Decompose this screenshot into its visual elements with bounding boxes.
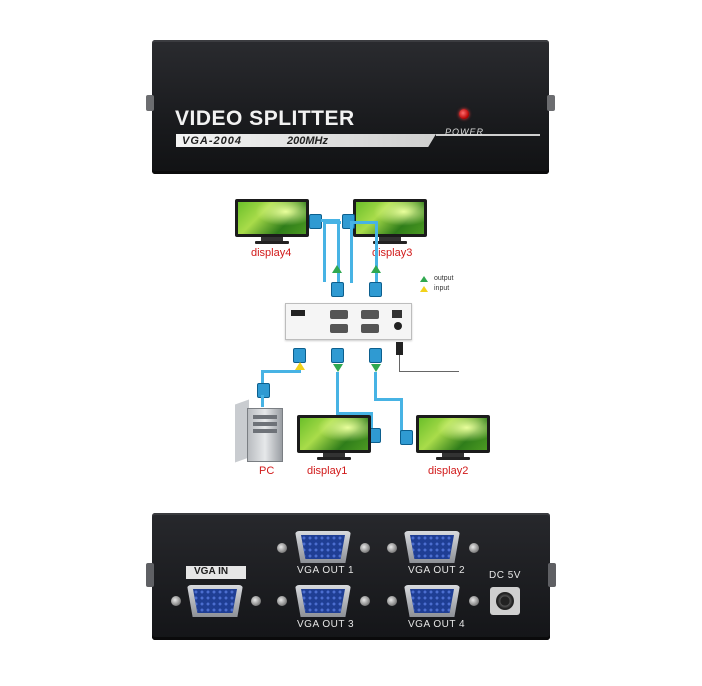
- vga-plug-icon: [331, 282, 344, 297]
- vga-plug-icon: [331, 348, 344, 363]
- output-legend-icon: [420, 276, 428, 282]
- monitor-display4-icon: [235, 199, 309, 247]
- dc-5v-label: DC 5V: [489, 570, 521, 581]
- vga-plug-icon: [400, 430, 413, 445]
- splitter-back-panel: VGA IN VGA OUT 1 VGA OUT 2 VGA OUT 3 VGA…: [146, 513, 556, 640]
- dc-power-jack: [490, 587, 520, 615]
- screw-icon: [360, 543, 370, 553]
- screw-icon: [277, 596, 287, 606]
- screw-icon: [251, 596, 261, 606]
- vga-in-tag: VGA IN: [186, 566, 246, 579]
- input-arrow-icon: [295, 362, 305, 370]
- monitor-display1-icon: [297, 415, 371, 463]
- model-number: VGA-2004: [182, 135, 242, 147]
- screw-icon: [171, 596, 181, 606]
- vga-out-3-label: VGA OUT 3: [297, 619, 355, 630]
- power-led-icon: [459, 109, 469, 119]
- output-arrow-icon: [371, 265, 381, 273]
- vga-out-2-port: [404, 531, 460, 563]
- legend-output: output: [434, 275, 454, 282]
- output-arrow-icon: [333, 364, 343, 372]
- power-plug-icon: [396, 342, 403, 355]
- vga-out-2-label: VGA OUT 2: [408, 565, 466, 576]
- display2-label: display2: [428, 465, 469, 477]
- legend-input: input: [434, 285, 450, 292]
- monitor-display3-icon: [353, 199, 427, 247]
- input-legend-icon: [420, 286, 428, 292]
- mounting-ear-right: [548, 563, 556, 587]
- vga-out-4-label: VGA OUT 4: [408, 619, 466, 630]
- output-arrow-icon: [371, 364, 381, 372]
- pc-label: PC: [259, 465, 275, 477]
- screw-icon: [387, 596, 397, 606]
- vga-out-3-port: [295, 585, 351, 617]
- label-strip: [176, 134, 540, 147]
- bandwidth-label: 200MHz: [287, 135, 328, 147]
- screw-icon: [387, 543, 397, 553]
- vga-out-1-port: [295, 531, 351, 563]
- vga-plug-icon: [369, 348, 382, 363]
- screw-icon: [469, 596, 479, 606]
- vga-out-4-port: [404, 585, 460, 617]
- vga-plug-icon: [369, 282, 382, 297]
- screw-icon: [469, 543, 479, 553]
- vga-in-label: VGA IN: [194, 566, 229, 577]
- splitter-front-panel: VIDEO SPLITTER VGA-2004 200MHz POWER: [146, 40, 555, 174]
- screw-icon: [360, 596, 370, 606]
- display3-label: display3: [372, 247, 413, 259]
- output-arrow-icon: [332, 265, 342, 273]
- power-label: POWER: [445, 127, 485, 137]
- pc-tower-icon: [247, 408, 283, 462]
- splitter-diagram-box: [285, 303, 412, 340]
- product-title: VIDEO SPLITTER: [175, 107, 355, 130]
- display4-label: display4: [251, 247, 292, 259]
- connection-diagram: display4 display3 output input: [225, 190, 490, 490]
- screw-icon: [277, 543, 287, 553]
- vga-in-port: [187, 585, 243, 617]
- monitor-display2-icon: [416, 415, 490, 463]
- vga-plug-icon: [293, 348, 306, 363]
- display1-label: display1: [307, 465, 348, 477]
- mounting-ear-right: [547, 95, 555, 111]
- mounting-ear-left: [146, 563, 154, 587]
- vga-out-1-label: VGA OUT 1: [297, 565, 355, 576]
- mounting-ear-left: [146, 95, 154, 111]
